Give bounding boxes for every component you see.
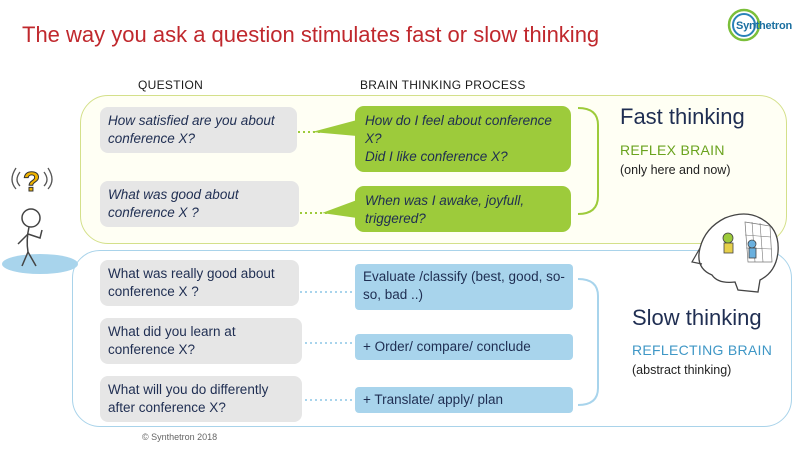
logo-text: Synthetron [736, 20, 793, 32]
reflex-brain-label: REFLEX BRAIN [620, 142, 725, 158]
slow-bracket [577, 278, 599, 406]
slow-process-3: + Translate/ apply/ plan [355, 387, 573, 413]
slow-process-1: Evaluate /classify (best, good, so-so, b… [355, 264, 573, 310]
figure-shadow [2, 254, 78, 274]
page-title: The way you ask a question stimulates fa… [22, 22, 600, 47]
synthetron-logo [727, 8, 761, 42]
question-mark-icon: ? [22, 166, 41, 198]
reflecting-brain-label: REFLECTING BRAIN [632, 342, 773, 358]
copyright-notice: © Synthetron 2018 [142, 432, 218, 442]
slow-thinking-note: (abstract thinking) [632, 363, 732, 377]
slow-thinking-heading: Slow thinking [632, 305, 762, 330]
brain-head-icon [691, 213, 779, 293]
thinking-person-icon [2, 167, 78, 274]
slow-question-3: What will you do differently after confe… [100, 376, 302, 422]
logo-ring-green [727, 8, 761, 42]
column-heading-process: BRAIN THINKING PROCESS [360, 78, 526, 92]
column-heading-question: QUESTION [138, 78, 204, 92]
fast-bracket [577, 107, 599, 215]
fast-question-2: What was good about conference X ? [100, 181, 299, 227]
bubble-tail-fast-1 [312, 120, 357, 136]
fast-question-1: How satisfied are you about conference X… [100, 107, 297, 153]
fast-process-1: How do I feel about conference X? Did I … [355, 106, 571, 172]
slow-process-2: + Order/ compare/ conclude [355, 334, 573, 360]
logo-ring-blue [732, 13, 756, 37]
slow-question-2: What did you learn at conference X? [100, 318, 302, 364]
slow-question-1: What was really good about conference X … [100, 260, 299, 306]
fast-process-2: When was I awake, joyfull, triggered? [355, 186, 571, 232]
bubble-tail-fast-2 [322, 200, 357, 218]
fast-thinking-heading: Fast thinking [620, 104, 745, 129]
fast-thinking-note: (only here and now) [620, 163, 731, 177]
